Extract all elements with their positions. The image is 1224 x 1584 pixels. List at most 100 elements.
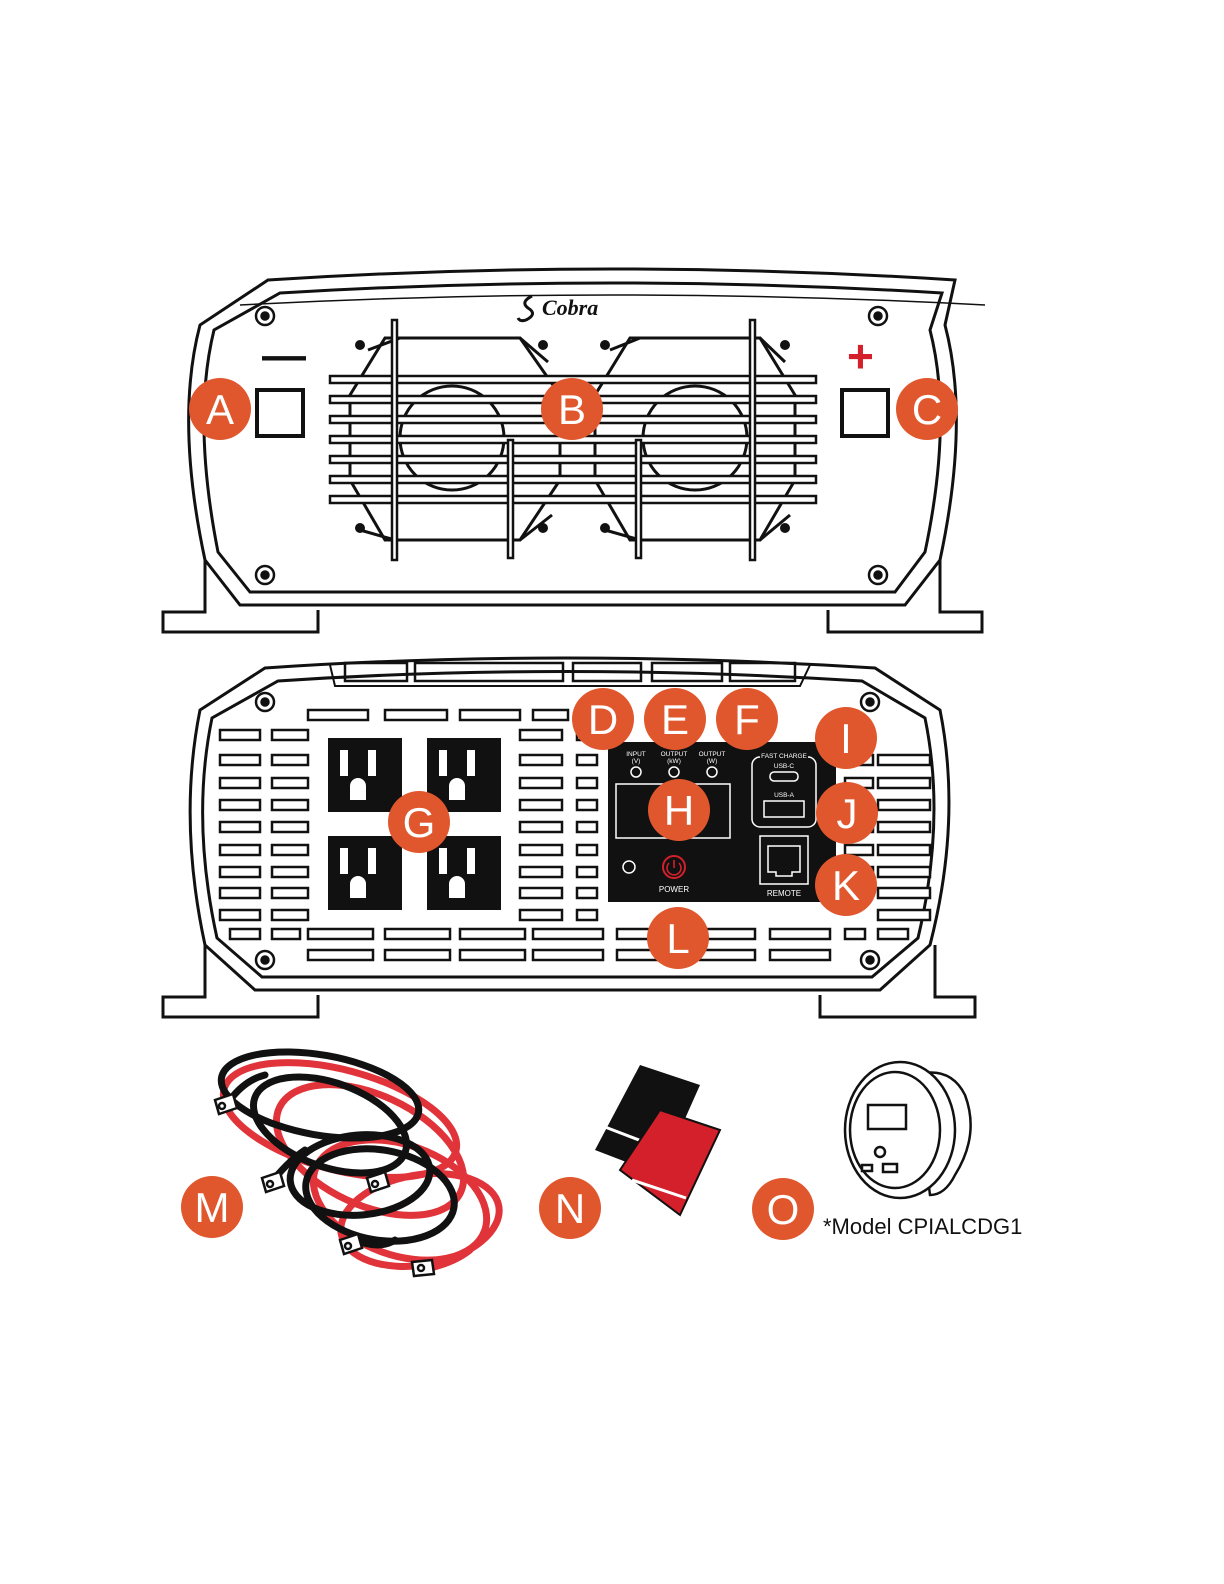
vent-slot: [272, 845, 308, 855]
vent-slot: [272, 910, 308, 920]
vent-slot: [308, 710, 368, 720]
vent-slot: [520, 845, 562, 855]
vent-slot: [878, 778, 930, 788]
vent-slot: [520, 800, 562, 810]
vent-slot: [845, 929, 865, 939]
vent-slot: [272, 867, 308, 877]
callout-letter: L: [666, 915, 689, 962]
vent-slot: [220, 867, 260, 877]
vent-slot: [460, 710, 520, 720]
callout-k: K: [815, 854, 877, 916]
positive-terminal: [842, 390, 888, 436]
callout-n: N: [539, 1177, 601, 1239]
front-right-foot: [828, 560, 982, 632]
control-panel: INPUT (V) OUTPUT (kW) OUTPUT (W) POWER F…: [608, 742, 836, 902]
vent-slot: [230, 929, 260, 939]
vent-slot: [220, 778, 260, 788]
terminal-covers: [595, 1065, 720, 1215]
vent-slot: [520, 867, 562, 877]
vent-slot: [460, 950, 525, 960]
output-w-label: OUTPUT: [699, 751, 726, 758]
vent-slot: [770, 950, 830, 960]
callout-letter: M: [195, 1184, 230, 1231]
output-kw-label: OUTPUT: [661, 751, 688, 758]
power-label: POWER: [659, 885, 689, 894]
vent-slot: [878, 929, 908, 939]
model-note: *Model CPIALCDG1: [823, 1214, 1022, 1239]
vent-slot: [272, 888, 308, 898]
vent-slot: [460, 929, 525, 939]
callout-letter: F: [734, 696, 760, 743]
callout-letter: J: [837, 790, 858, 837]
remote-label: REMOTE: [767, 889, 801, 898]
vent-slot: [577, 867, 597, 877]
vent-slot: [533, 950, 603, 960]
callout-letter: B: [558, 386, 586, 433]
ac-outlet: [328, 738, 402, 812]
callout-letter: D: [588, 696, 618, 743]
fast-charge-label: FAST CHARGE: [761, 753, 807, 760]
vent-slot: [577, 910, 597, 920]
positive-symbol: +: [847, 330, 874, 382]
vent-slot: [878, 910, 930, 920]
vent-slot: [385, 950, 450, 960]
vent-slot: [308, 929, 373, 939]
vent-slot: [220, 822, 260, 832]
callout-letter: H: [664, 787, 694, 834]
vent-slot: [272, 800, 308, 810]
callout-letter: G: [403, 799, 436, 846]
callout-letter: O: [767, 1186, 800, 1233]
vent-slot: [220, 910, 260, 920]
callout-letter: I: [840, 715, 852, 762]
callout-a: A: [189, 378, 251, 440]
callout-letter: A: [206, 386, 234, 433]
callout-h: H: [648, 779, 710, 841]
input-unit-label: (V): [632, 758, 641, 765]
callout-f: F: [716, 688, 778, 750]
callout-m: M: [181, 1176, 243, 1238]
vent-slot: [878, 867, 930, 877]
callout-letter: E: [661, 696, 689, 743]
negative-symbol: —: [262, 331, 306, 380]
vent-slot: [220, 800, 260, 810]
ac-outlet: [427, 836, 501, 910]
usb-a-label: USB-A: [774, 792, 795, 799]
callout-o: O: [752, 1178, 814, 1240]
brand-logo: Cobra: [518, 295, 598, 321]
vent-slot: [577, 755, 597, 765]
callout-letter: K: [832, 862, 860, 909]
vent-slot: [700, 950, 755, 960]
callout-j: J: [816, 782, 878, 844]
vent-slot: [533, 710, 568, 720]
vent-slot: [577, 845, 597, 855]
battery-cables: [211, 1038, 506, 1282]
vent-slot: [272, 730, 308, 740]
vent-slot: [272, 778, 308, 788]
vent-slot: [220, 755, 260, 765]
ac-outlet: [328, 836, 402, 910]
front-left-foot: [163, 560, 318, 632]
callout-i: I: [815, 707, 877, 769]
vent-slot: [520, 910, 562, 920]
callout-e: E: [644, 688, 706, 750]
vent-slot: [878, 822, 930, 832]
callout-l: L: [647, 907, 709, 969]
vent-slot: [533, 929, 603, 939]
callout-d: D: [572, 688, 634, 750]
vent-slot: [272, 822, 308, 832]
negative-terminal: [257, 390, 303, 436]
vent-slot: [845, 845, 873, 855]
rear-left-foot: [163, 945, 318, 1017]
vent-slot: [220, 730, 260, 740]
vent-slot: [878, 755, 930, 765]
fan-grill: [330, 320, 816, 560]
brand-name: Cobra: [542, 295, 598, 320]
callout-letter: N: [555, 1185, 585, 1232]
vent-slot: [770, 929, 830, 939]
vent-slot: [385, 710, 447, 720]
vent-slot: [520, 778, 562, 788]
vent-slot: [520, 822, 562, 832]
vent-slot: [520, 755, 562, 765]
vent-slot: [577, 822, 597, 832]
